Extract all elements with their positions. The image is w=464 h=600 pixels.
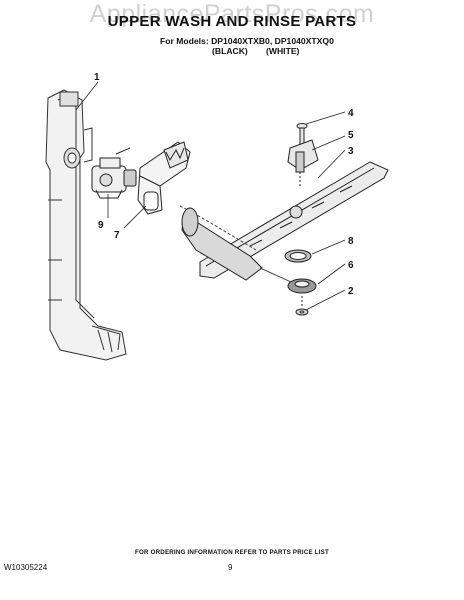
washer-part xyxy=(295,296,309,316)
callout-3: 3 xyxy=(348,146,354,157)
variant-white: (WHITE) xyxy=(266,46,300,56)
diverter-valve-part xyxy=(91,147,137,199)
callout-4: 4 xyxy=(348,108,354,119)
document-number: W10305224 xyxy=(4,563,48,572)
models-line: For Models: DP1040XTXB0, DP1040XTXQ0 xyxy=(160,36,334,46)
page-number: 9 xyxy=(228,563,233,572)
variant-black: (BLACK) xyxy=(212,46,248,56)
page-title: UPPER WASH AND RINSE PARTS xyxy=(107,13,357,30)
callout-7: 7 xyxy=(114,230,120,241)
watermark: AppliancePartsPros.com xyxy=(89,0,375,28)
leader-lines xyxy=(75,81,346,311)
callout-5: 5 xyxy=(348,130,354,141)
callout-6: 6 xyxy=(348,260,354,271)
callout-2: 2 xyxy=(348,286,354,297)
ordering-note: FOR ORDERING INFORMATION REFER TO PARTS … xyxy=(135,549,329,556)
bearing-part xyxy=(287,278,317,294)
ring-part xyxy=(284,249,312,263)
callout-9: 9 xyxy=(98,220,104,231)
supply-tube-part xyxy=(45,89,127,361)
spray-arm-part xyxy=(179,161,389,287)
callout-1: 1 xyxy=(94,72,100,83)
bracket-part xyxy=(137,141,191,215)
hub-clip-part xyxy=(287,139,319,186)
callout-8: 8 xyxy=(348,236,354,247)
